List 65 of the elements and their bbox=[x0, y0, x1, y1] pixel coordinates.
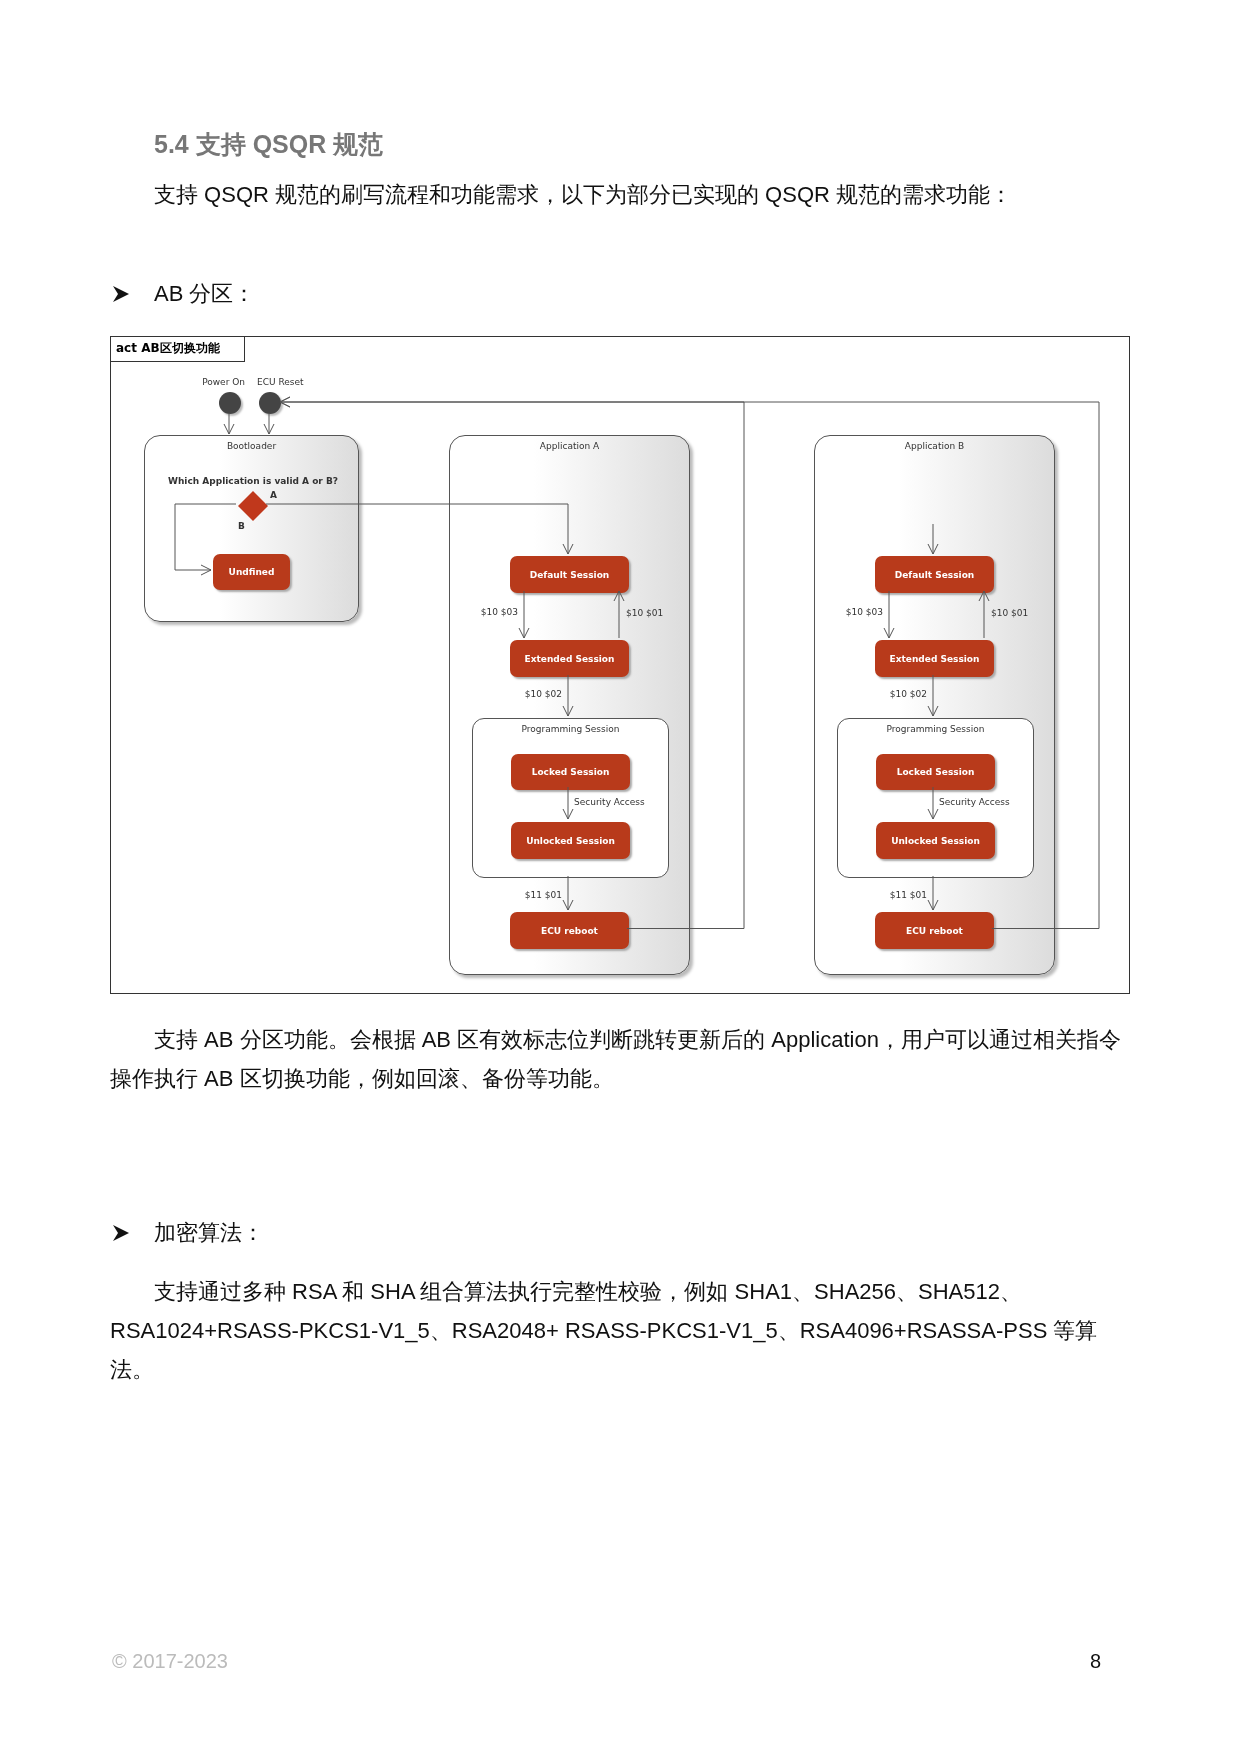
state-box: Extended Session bbox=[875, 640, 994, 677]
transition-arrow bbox=[927, 786, 939, 820]
composite-state bbox=[144, 435, 359, 622]
edge-label: $10 $01 bbox=[991, 608, 1029, 618]
paragraph: 支持通过多种 RSA 和 SHA 组合算法执行完整性校验，例如 SHA1、SHA256、SHA512、RSA1024+RSASS-PKCS1-V1_5、RSA2048+ RSASS-PKCS1-V1_5、RSA4096+RSASSA-PSS 等算法。 bbox=[110, 1278, 1099, 1384]
edge-label: $10 $02 bbox=[524, 689, 562, 699]
substate-region bbox=[472, 718, 669, 878]
bullet-heading: AB 分区： bbox=[154, 280, 256, 308]
state-box: ECU reboot bbox=[875, 912, 994, 949]
edge-label: $11 $01 bbox=[524, 890, 562, 900]
state-box: Default Session bbox=[510, 556, 629, 593]
bullet-heading: 加密算法： bbox=[154, 1219, 264, 1247]
substate-region bbox=[837, 718, 1034, 878]
initial-state bbox=[219, 392, 241, 414]
page-number: 8 bbox=[1090, 1650, 1103, 1673]
transition-arrow bbox=[223, 412, 235, 435]
state-box: Default Session bbox=[875, 556, 994, 593]
transition-arrow bbox=[518, 590, 530, 639]
transition-arrow bbox=[613, 590, 625, 639]
state-label: ECU Reset bbox=[257, 377, 304, 387]
paragraph: 支持 QSQR 规范的刷写流程和功能需求，以下为部分已实现的 QSQR 规范的需求功能： bbox=[153, 181, 1014, 209]
edge-label: Security Access bbox=[574, 797, 645, 807]
edge-label: $10 $01 bbox=[626, 608, 664, 618]
transition-arrow bbox=[927, 674, 939, 717]
state-title: Bootloader bbox=[225, 441, 278, 451]
transition-arrow bbox=[562, 875, 574, 911]
state-title: Application B bbox=[903, 441, 966, 451]
guard-question: Which Application is valid A or B? bbox=[167, 476, 339, 486]
state-box: Extended Session bbox=[510, 640, 629, 677]
transition-arrow bbox=[927, 523, 939, 555]
transition-arrow bbox=[927, 875, 939, 911]
state-box: Locked Session bbox=[511, 754, 630, 790]
edge-label: $10 $03 bbox=[845, 607, 883, 617]
composite-state bbox=[814, 435, 1055, 975]
state-label: Power On bbox=[202, 377, 245, 387]
edge-label: Security Access bbox=[939, 797, 1010, 807]
edge-label: B bbox=[238, 521, 245, 531]
transition-arrow bbox=[883, 590, 895, 639]
edge-label: A bbox=[270, 490, 277, 500]
state-box: ECU reboot bbox=[510, 912, 629, 949]
transition-arrow bbox=[265, 503, 574, 555]
transition-arrow bbox=[562, 786, 574, 820]
edge-label: $11 $01 bbox=[889, 890, 927, 900]
transition-arrow bbox=[174, 503, 237, 576]
section-heading: 5.4 支持 QSQR 规范 bbox=[154, 129, 384, 160]
composite-state bbox=[449, 435, 690, 975]
transition-arrow bbox=[279, 396, 1100, 929]
transition-arrow bbox=[978, 590, 990, 639]
state-box: Unlocked Session bbox=[511, 822, 630, 859]
edge-label: $10 $02 bbox=[889, 689, 927, 699]
state-title: Programming Session bbox=[520, 724, 621, 734]
edge-label: $10 $03 bbox=[480, 607, 518, 617]
state-box: Unlocked Session bbox=[876, 822, 995, 859]
state-box: Locked Session bbox=[876, 754, 995, 790]
paragraph: 支持 AB 分区功能。会根据 AB 区有效标志位判断跳转更新后的 Application，用户可以通过相关指令操作执行 AB 区切换功能，例如回滚、备份等功能。 bbox=[110, 1026, 1122, 1093]
copyright-note: © 2017-2023 bbox=[112, 1650, 228, 1673]
initial-state bbox=[259, 392, 281, 414]
frame-title: act AB区切换功能 bbox=[111, 337, 245, 362]
decision-diamond bbox=[238, 491, 268, 521]
transition-arrow bbox=[562, 674, 574, 717]
state-title: Application A bbox=[538, 441, 601, 451]
state-title: Programming Session bbox=[885, 724, 986, 734]
frame bbox=[110, 336, 1130, 994]
transition-arrow bbox=[263, 412, 275, 435]
state-box: Undfined bbox=[213, 554, 290, 590]
